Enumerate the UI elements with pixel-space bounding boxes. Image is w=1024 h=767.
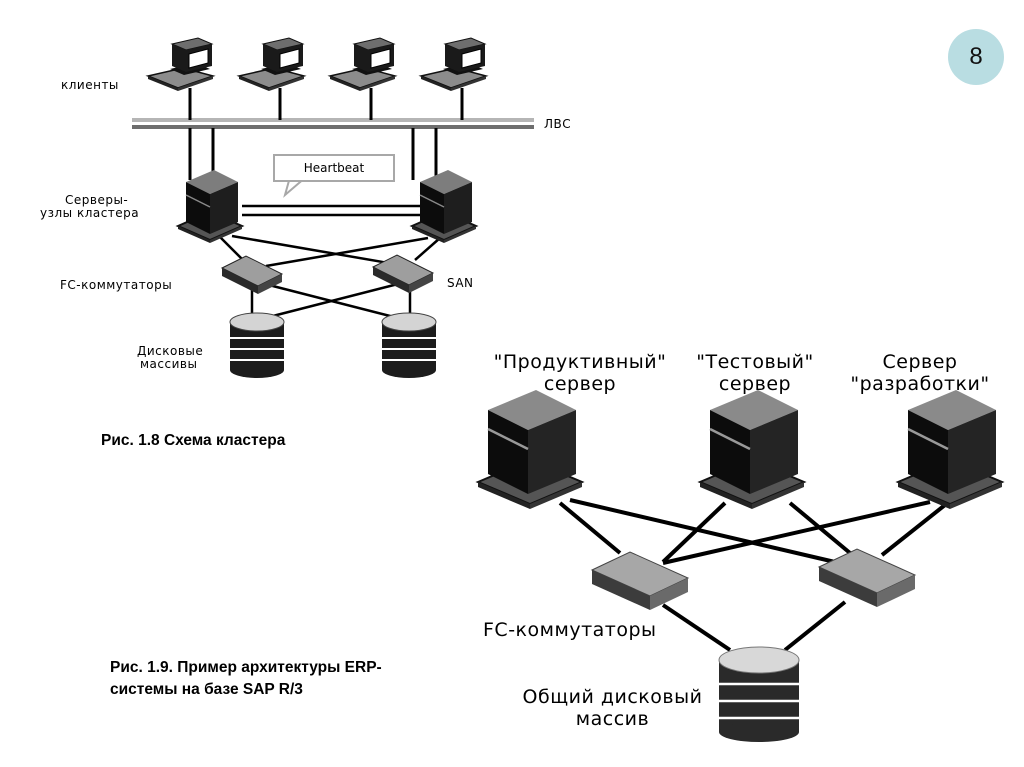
test-server-icon	[698, 388, 806, 511]
cluster-server-icon	[177, 169, 243, 244]
figure-1-8-cluster	[132, 37, 534, 379]
figure-1-9-caption: Рис. 1.9. Пример архитектуры ERP- систем…	[110, 657, 382, 701]
fc-switch-icon	[818, 548, 916, 608]
figure-1-9-caption-line2: системы на базе SAP R/3	[110, 681, 303, 698]
clients-label: клиенты	[61, 78, 119, 92]
slide-number-badge: 8	[948, 29, 1004, 85]
lan-bus	[132, 118, 534, 122]
san-label: SAN	[447, 276, 474, 290]
lan-label: ЛВС	[544, 117, 572, 131]
disk-arrays-label-line1: Дисковые	[137, 344, 204, 358]
client-links	[188, 88, 464, 120]
figure-1-9-erp	[476, 388, 1004, 744]
disk-array-icon	[381, 312, 437, 379]
fc-switch-icon	[221, 255, 283, 295]
shared-disk-label: Общий дисковый массив	[505, 686, 720, 730]
erp-fc-switches-label: FC-коммутаторы	[483, 619, 657, 641]
development-server-icon	[896, 388, 1004, 511]
cluster-nodes-label-line1: Серверы-	[65, 193, 129, 207]
production-server-label-line1: "Продуктивный"	[493, 351, 667, 373]
disk-arrays-label-line2: массивы	[140, 357, 198, 371]
heartbeat-callout: Heartbeat	[273, 154, 395, 182]
client-computer-icon	[420, 37, 487, 92]
erp-san-links	[558, 498, 947, 652]
heartbeat-link	[242, 204, 420, 217]
production-server-label-line2: сервер	[543, 373, 617, 395]
fc-switches-label: FC-коммутаторы	[60, 278, 173, 292]
client-computer-icon	[238, 37, 305, 92]
shared-disk-array-icon	[717, 645, 801, 744]
shared-disk-label-line1: Общий дисковый	[522, 686, 703, 708]
test-server-label: "Тестовый" сервер	[680, 351, 830, 395]
production-server-icon	[476, 388, 584, 511]
cluster-nodes-label-line2: узлы кластера	[40, 206, 140, 220]
figure-1-8-caption: Рис. 1.8 Схема кластера	[101, 432, 286, 449]
cluster-server-icon	[411, 169, 477, 244]
figure-1-9-caption-line1: Рис. 1.9. Пример архитектуры ERP-	[110, 659, 382, 676]
test-server-label-line2: сервер	[718, 373, 792, 395]
production-server-label: "Продуктивный" сервер	[480, 351, 680, 395]
client-computer-icon	[329, 37, 396, 92]
development-server-label: Сервер "разработки"	[835, 351, 1005, 395]
shared-disk-label-line2: массив	[575, 708, 650, 730]
test-server-label-line1: "Тестовый"	[696, 351, 814, 373]
san-links	[219, 234, 441, 320]
client-computer-icon	[147, 37, 214, 92]
lan-bus-lower	[132, 125, 534, 129]
disk-array-icon	[229, 312, 285, 379]
development-server-label-line1: Сервер	[882, 351, 958, 373]
development-server-label-line2: "разработки"	[850, 373, 990, 395]
